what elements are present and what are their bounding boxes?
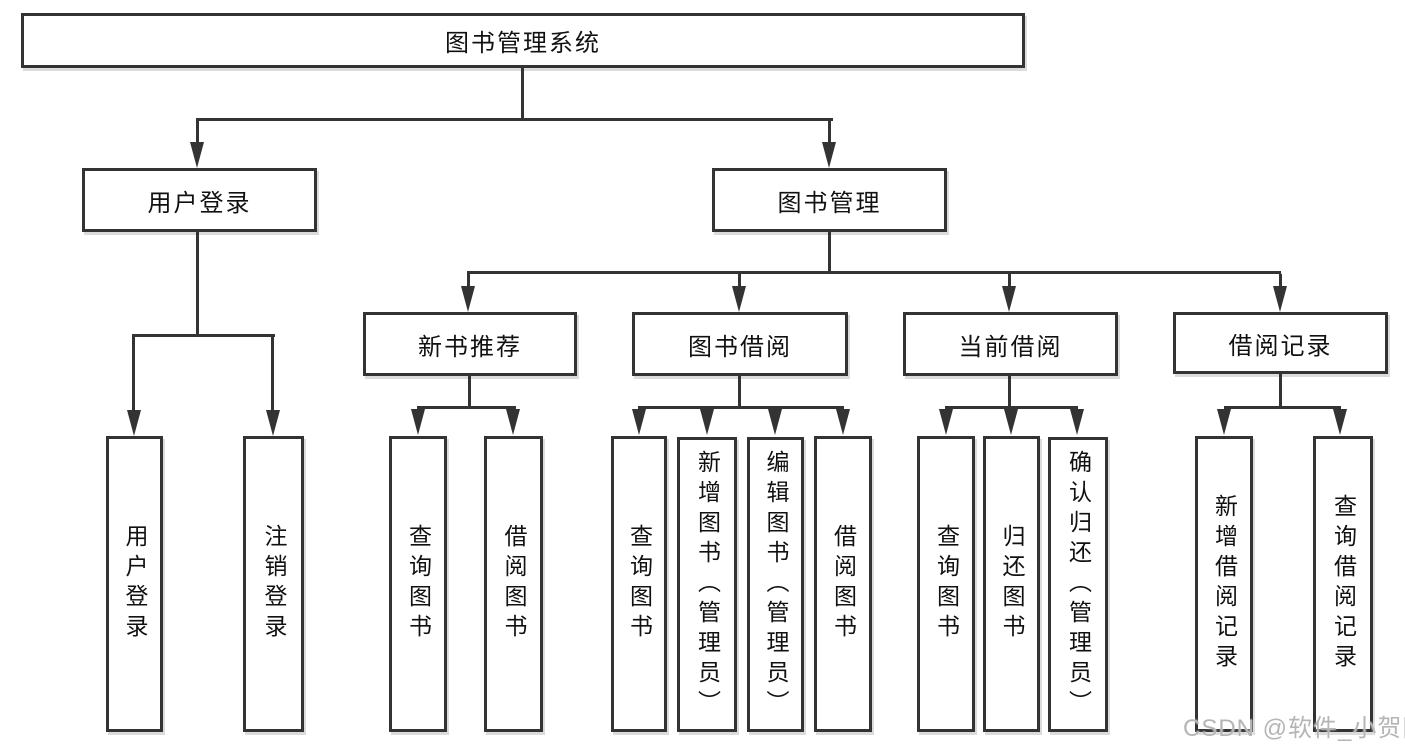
node-current-borrow: 当前借阅 [903, 312, 1118, 376]
arrow-down-icon [836, 409, 850, 435]
connector-new-book-stem [468, 376, 471, 407]
connector-arrow-stem-user-login [196, 121, 199, 144]
arrow-down-icon [632, 409, 646, 435]
arrow-down-icon [266, 410, 280, 436]
leaf-label: 查询图书 [933, 524, 960, 644]
arrow-down-icon [190, 142, 204, 168]
connector-arrow-stem-leaf-login [132, 337, 135, 412]
connector-records-stem [1279, 374, 1282, 407]
leaf-label: 查询借阅记录 [1330, 494, 1357, 674]
leaf-borrow-add-books-admin: 新增图书（管理员） [677, 437, 737, 732]
leaf-label: 用户登录 [122, 524, 148, 644]
connector-arrow-stem-borrow [738, 274, 741, 288]
leaf-label: 查询图书 [405, 524, 432, 644]
node-label: 借阅记录 [1228, 332, 1333, 360]
leaf-records-query-record: 查询借阅记录 [1313, 436, 1373, 732]
node-book-management: 图书管理 [712, 168, 947, 232]
leaf-current-query-books: 查询图书 [917, 436, 975, 732]
connector-records-branch [1224, 406, 1341, 409]
arrow-down-icon [461, 286, 475, 312]
leaf-label: 查询图书 [626, 524, 653, 644]
connector-arrow-stem-leaf-logout [271, 337, 274, 412]
leaf-current-confirm-return-admin: 确认归还（管理员） [1048, 437, 1108, 732]
leaf-borrow-borrow-books: 借阅图书 [814, 436, 872, 732]
leaf-records-add-record: 新增借阅记录 [1195, 436, 1253, 732]
arrow-down-icon [822, 142, 836, 168]
node-book-borrow: 图书借阅 [632, 312, 848, 376]
arrow-down-icon [1333, 409, 1347, 435]
connector-user-login-branch [132, 334, 275, 337]
connector-book-mgmt-stem [828, 232, 831, 272]
leaf-label: 编辑图书（管理员） [763, 449, 789, 720]
leaf-logout: 注销登录 [243, 436, 304, 732]
connector-new-book-branch [417, 406, 516, 409]
node-label: 当前借阅 [958, 333, 1063, 361]
arrow-down-icon [506, 409, 520, 435]
arrow-down-icon [1002, 286, 1016, 312]
leaf-label: 借阅图书 [501, 524, 527, 644]
leaf-newbook-borrow-books: 借阅图书 [484, 436, 543, 732]
leaf-label: 注销登录 [261, 524, 287, 644]
leaf-label: 新增图书（管理员） [694, 449, 721, 720]
arrow-down-icon [1070, 409, 1084, 435]
connector-borrow-branch [638, 406, 844, 409]
connector-level3-branch [467, 271, 1281, 274]
watermark-text: CSDN @软件_小贺同学 [1183, 715, 1405, 742]
arrow-down-icon [1217, 409, 1231, 435]
leaf-newbook-query-books: 查询图书 [389, 436, 447, 732]
leaf-borrow-edit-books-admin: 编辑图书（管理员） [747, 437, 804, 732]
connector-level2-branch [196, 118, 833, 121]
leaf-label: 确认归还（管理员） [1065, 449, 1092, 720]
connector-borrow-stem [738, 376, 741, 407]
leaf-user-login: 用户登录 [106, 436, 163, 732]
leaf-borrow-query-books: 查询图书 [611, 436, 667, 732]
node-borrow-records: 借阅记录 [1173, 312, 1388, 374]
leaf-label: 借阅图书 [830, 524, 857, 644]
arrow-down-icon [1273, 286, 1287, 312]
connector-user-login-stem [196, 232, 199, 334]
node-label: 用户登录 [147, 189, 252, 217]
connector-current-stem [1008, 376, 1011, 407]
node-user-login: 用户登录 [82, 168, 317, 232]
node-label: 图书管理系统 [445, 30, 601, 57]
connector-arrow-stem-book-mgmt [828, 121, 831, 144]
node-label: 新书推荐 [418, 333, 522, 361]
node-label: 图书借阅 [688, 333, 792, 361]
node-label: 图书管理 [777, 189, 882, 217]
node-new-book-recommend: 新书推荐 [363, 312, 577, 376]
leaf-label: 新增借阅记录 [1211, 494, 1238, 674]
arrow-down-icon [939, 409, 953, 435]
connector-arrow-stem-records [1279, 274, 1282, 288]
connector-arrow-stem-new-book [467, 274, 470, 288]
leaf-label: 归还图书 [999, 524, 1025, 644]
node-library-management-system: 图书管理系统 [21, 13, 1025, 68]
arrow-down-icon [732, 286, 746, 312]
connector-arrow-stem-current [1008, 274, 1011, 288]
arrow-down-icon [700, 409, 714, 435]
arrow-down-icon [411, 409, 425, 435]
arrow-down-icon [1004, 409, 1018, 435]
arrow-down-icon [127, 410, 141, 436]
connector-current-branch [945, 406, 1078, 409]
leaf-current-return-books: 归还图书 [983, 436, 1040, 732]
connector-root-stem [521, 68, 524, 120]
arrow-down-icon [768, 409, 782, 435]
